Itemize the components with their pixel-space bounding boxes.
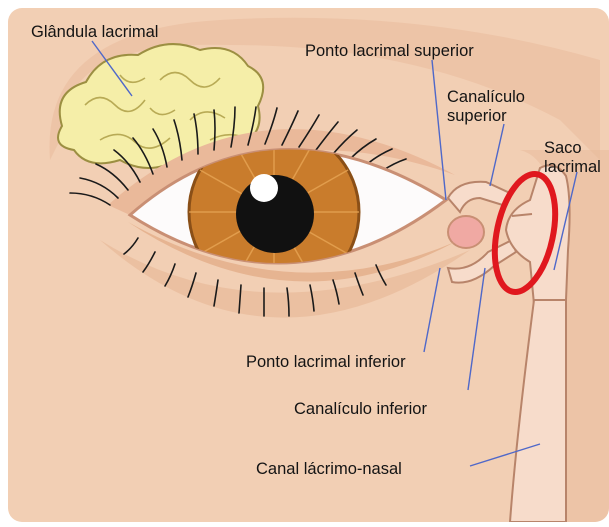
- label-canaliculo-inferior: Canalículo inferior: [294, 400, 427, 418]
- label-saco-lacrimal-1: Saco: [544, 139, 582, 157]
- label-ponto-lacrimal-inferior: Ponto lacrimal inferior: [246, 353, 406, 371]
- label-canaliculo-superior-1: Canalículo: [447, 88, 525, 106]
- label-canaliculo-superior-2: superior: [447, 107, 507, 125]
- label-canal-lacrimo-nasal: Canal lácrimo-nasal: [256, 460, 402, 478]
- label-ponto-lacrimal-superior: Ponto lacrimal superior: [305, 42, 474, 60]
- caruncle: [448, 216, 484, 248]
- label-saco-lacrimal-2: lacrimal: [544, 158, 601, 176]
- label-glandula-lacrimal: Glândula lacrimal: [31, 23, 158, 41]
- iris-reflection: [250, 174, 278, 202]
